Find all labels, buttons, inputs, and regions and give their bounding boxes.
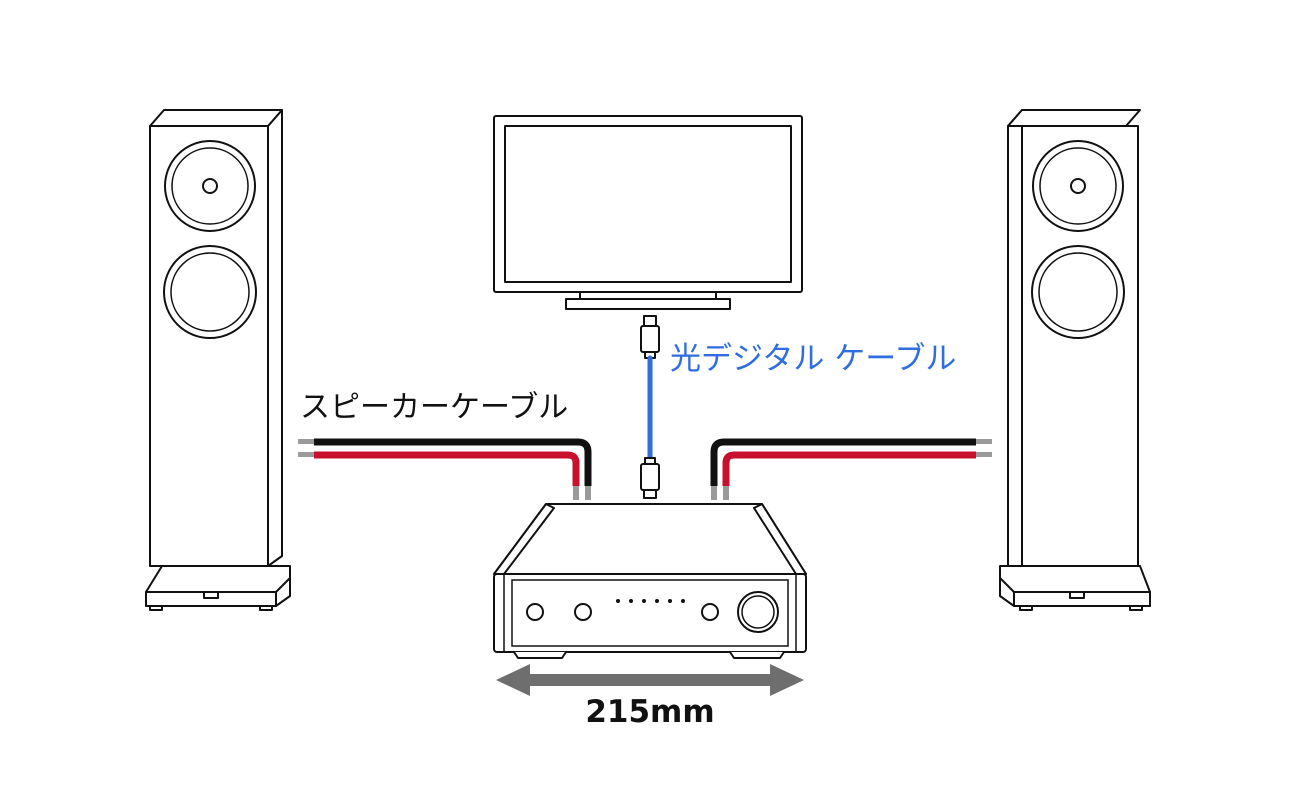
right-speaker-woofer [1031,245,1125,339]
amp-indicator-light [629,599,633,603]
amp-indicator-lights [616,599,685,603]
left-speaker-tweeter [164,140,256,232]
amp-small-knob-1 [526,603,544,621]
amp-foot-right [729,651,785,659]
amplifier [493,503,807,659]
television [493,115,803,310]
amp-foot-left [513,651,567,659]
speaker-cable-left [298,438,592,500]
amp-indicator-light [681,599,685,603]
tv-screen [504,125,792,283]
left-speaker-woofer [163,245,257,339]
amp-indicator-light [642,599,646,603]
left-speaker [145,109,291,611]
width-dimension-arrow [496,664,804,696]
right-speaker-tweeter [1032,140,1124,232]
amp-volume-knob [737,591,779,633]
speaker-cable-right [710,438,992,500]
amp-small-knob-2 [574,603,592,621]
amp-indicator-light [616,599,620,603]
amp-indicator-light [668,599,672,603]
width-dimension-label: 215mm [585,694,714,730]
speaker-cable-label: スピーカーケーブル [300,390,568,425]
optical-cable-label: 光デジタル ケーブル [670,341,956,377]
right-speaker [999,109,1151,611]
amp-indicator-light [655,599,659,603]
amp-small-knob-3 [701,603,719,621]
optical-cable [640,315,660,499]
